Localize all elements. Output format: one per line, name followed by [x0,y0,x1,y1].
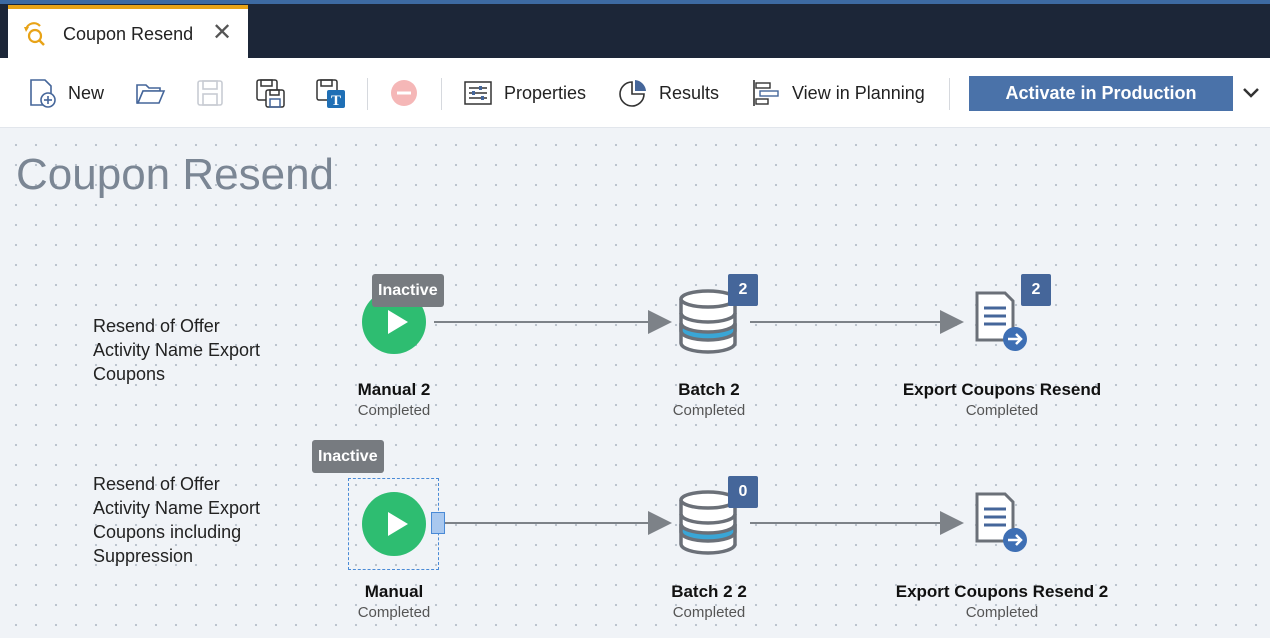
pie-chart-icon [619,80,646,107]
connector-handle[interactable] [431,512,445,534]
node-name: Batch 2 [678,380,740,399]
row-label-line: Activity Name Export [93,340,261,360]
tab-title: Coupon Resend [63,24,194,44]
node-name: Batch 2 2 [671,582,747,601]
view-in-planning-label: View in Planning [792,82,925,103]
save-as-button[interactable] [254,58,286,128]
toolbar-divider [441,78,442,110]
activate-in-production-button[interactable]: Activate in Production [969,76,1233,111]
remove-icon [391,80,417,106]
node-status: Completed [965,604,1039,621]
toolbar-divider [949,78,950,110]
page-title: Coupon Resend [16,150,335,199]
new-button[interactable]: New [26,58,104,128]
save-button[interactable] [194,58,226,128]
results-button-label: Results [659,82,720,103]
count-badge: 0 [728,476,758,508]
row-label-line: Coupons including [93,522,242,542]
properties-button-label: Properties [504,82,587,103]
node-status: Completed [965,402,1039,419]
campaign-icon [24,22,45,46]
save-icon [197,80,223,106]
save-template-icon: T [316,79,345,109]
database-icon[interactable] [678,289,738,355]
export-icon[interactable] [973,290,1031,354]
count-badge: 2 [1021,274,1051,306]
row-label: Resend of Offer Activity Name Export Cou… [93,472,293,568]
inactive-tag: Inactive [312,440,384,473]
node-status: Completed [357,604,431,621]
open-button[interactable] [134,58,166,128]
workflow-canvas[interactable] [0,129,1270,638]
database-icon[interactable] [678,490,738,556]
tab-coupon-resend[interactable]: Coupon Resend ✕ [8,5,248,58]
inactive-tag: Inactive [372,274,444,307]
view-in-planning-button[interactable]: View in Planning [750,58,925,128]
node-status: Completed [672,604,746,621]
node-name: Export Coupons Resend [902,380,1102,399]
chevron-down-icon[interactable] [1238,80,1264,106]
new-button-label: New [68,82,105,103]
properties-button[interactable]: Properties [462,58,586,128]
toolbar-divider [367,78,368,110]
tab-strip: Coupon Resend ✕ [0,0,1270,58]
export-icon[interactable] [973,491,1031,555]
properties-icon [464,81,492,105]
row-label-line: Suppression [93,546,194,566]
delete-button[interactable] [388,58,420,128]
node-name: Export Coupons Resend 2 [895,582,1109,601]
row-label-line: Resend of Offer [93,316,220,336]
new-document-icon [30,79,56,108]
node-name: Manual [364,582,424,601]
toolbar: New T [0,58,1270,128]
row-label-line: Activity Name Export [93,498,261,518]
save-as-icon [256,79,285,108]
results-button[interactable]: Results [617,58,719,128]
node-name: Manual 2 [357,380,431,399]
gantt-icon [753,80,779,106]
svg-text:T: T [331,93,341,109]
row-label-line: Coupons [93,364,166,384]
node-status: Completed [357,402,431,419]
row-label-line: Resend of Offer [93,474,220,494]
count-badge: 2 [728,274,758,306]
save-as-template-button[interactable]: T [314,58,346,128]
folder-open-icon [136,84,166,104]
node-status: Completed [672,402,746,419]
manual-trigger-node[interactable] [362,492,426,556]
close-icon[interactable]: ✕ [212,19,233,46]
row-label: Resend of Offer Activity Name Export Cou… [93,314,293,386]
